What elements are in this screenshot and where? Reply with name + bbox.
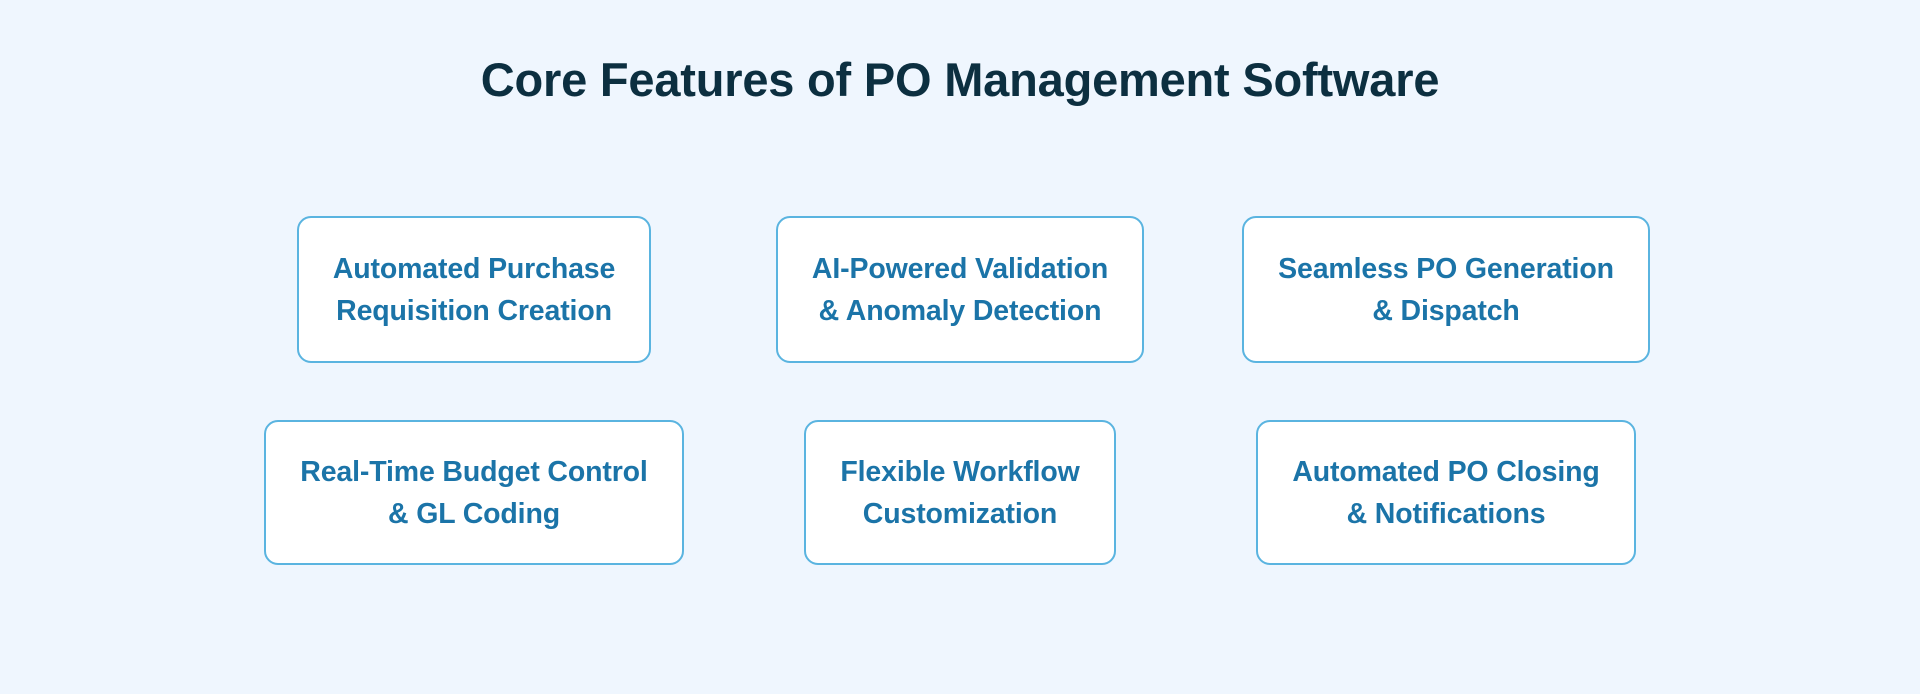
feature-card-label: Automated Purchase Requisition Creation — [332, 252, 616, 327]
feature-card-label: AI-Powered Validation & Anomaly Detectio… — [811, 252, 1109, 327]
feature-card-label: Seamless PO Generation & Dispatch — [1278, 252, 1614, 327]
feature-grid: Automated Purchase Requisition Creation … — [0, 216, 1920, 565]
feature-card-label: Real-Time Budget Control & GL Coding — [300, 455, 648, 530]
feature-card-seamless-po-generation-dispatch[interactable]: Seamless PO Generation & Dispatch — [1242, 216, 1650, 363]
feature-card-automated-po-closing-notifications[interactable]: Automated PO Closing & Notifications — [1256, 420, 1636, 565]
feature-card-flexible-workflow-customization[interactable]: Flexible Workflow Customization — [804, 420, 1116, 565]
feature-card-label: Flexible Workflow Customization — [840, 455, 1080, 530]
feature-card-label: Automated PO Closing & Notifications — [1292, 455, 1600, 530]
feature-card-ai-powered-validation-anomaly-detection[interactable]: AI-Powered Validation & Anomaly Detectio… — [775, 216, 1145, 363]
feature-card-automated-purchase-requisition-creation[interactable]: Automated Purchase Requisition Creation — [296, 216, 652, 363]
feature-row-1: Automated Purchase Requisition Creation … — [231, 216, 1689, 363]
feature-row-2: Real-Time Budget Control & GL Coding Fle… — [231, 420, 1689, 565]
page-title: Core Features of PO Management Software — [480, 53, 1440, 106]
feature-card-real-time-budget-control-gl-coding[interactable]: Real-Time Budget Control & GL Coding — [264, 420, 684, 565]
